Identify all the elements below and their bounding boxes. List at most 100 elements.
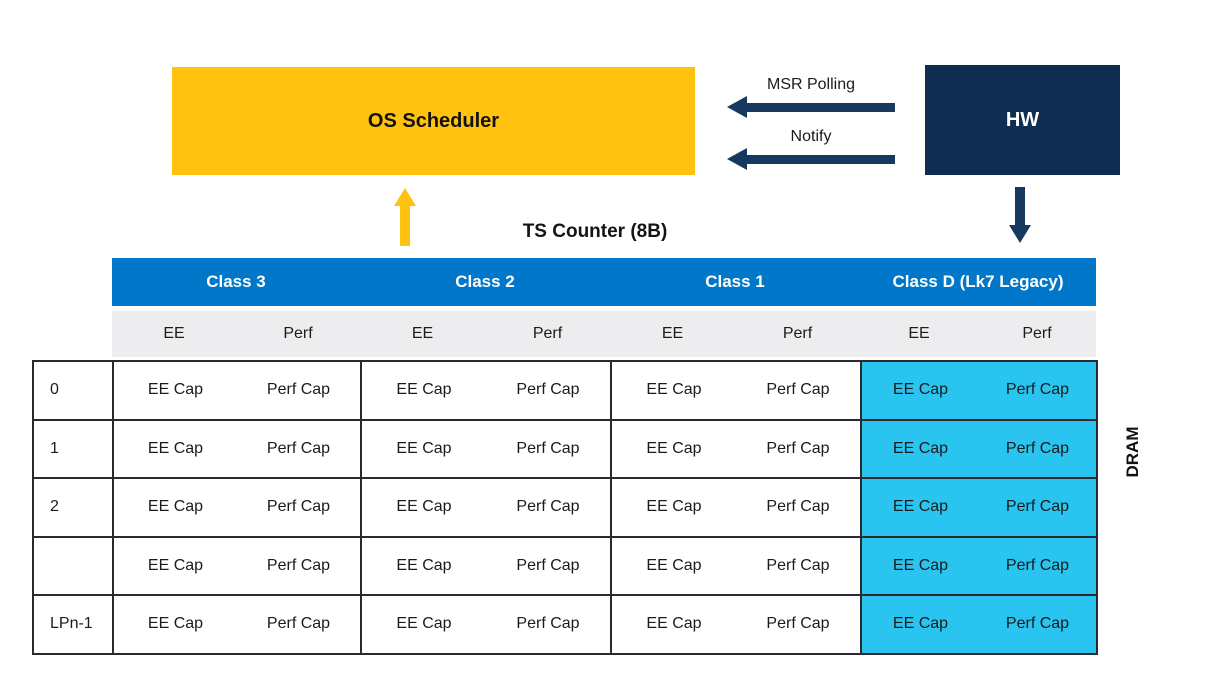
msr-polling-label: MSR Polling <box>766 76 856 93</box>
perf-cap-text: Perf Cap <box>516 381 580 399</box>
msr-polling-arrow <box>727 96 895 118</box>
perf-cap-text: Perf Cap <box>766 439 830 457</box>
cell-pair: EE Cap Perf Cap <box>362 615 610 633</box>
row-label-cell: 2 <box>32 477 114 538</box>
value-cell: EE Cap Perf Cap <box>860 535 1098 596</box>
value-cell: EE Cap Perf Cap <box>610 477 862 538</box>
arrow-head-left-icon <box>727 148 747 170</box>
os-scheduler-box: OS Scheduler <box>172 67 695 175</box>
cell-pair: EE Cap Perf Cap <box>114 440 360 458</box>
table-row: LPn-1 EE Cap Perf Cap EE Cap Perf Cap EE Cap P… <box>32 594 1098 655</box>
value-cell: EE Cap Perf Cap <box>860 360 1098 421</box>
perf-cap-text: Perf Cap <box>1005 381 1070 399</box>
ee-cap-text: EE Cap <box>396 615 452 633</box>
subheader-cell: EE <box>411 325 434 342</box>
arrow-shaft <box>744 155 895 164</box>
ee-cap-text: EE Cap <box>892 381 949 399</box>
value-cell: EE Cap Perf Cap <box>112 418 362 479</box>
ee-cap-text: EE Cap <box>396 498 452 516</box>
cell-pair: EE Cap Perf Cap <box>862 498 1096 516</box>
ee-cap-text: EE Cap <box>892 498 949 516</box>
hw-to-table-arrow <box>1009 187 1031 243</box>
value-cell: EE Cap Perf Cap <box>360 594 612 655</box>
cell-pair: EE Cap Perf Cap <box>862 557 1096 575</box>
table-to-scheduler-arrow <box>394 188 416 246</box>
perf-cap-text: Perf Cap <box>266 439 331 457</box>
subheader-cell: Perf <box>782 325 813 342</box>
perf-cap-text: Perf Cap <box>1005 498 1070 516</box>
perf-cap-text: Perf Cap <box>266 556 331 574</box>
dram-label: DRAM <box>1123 426 1142 478</box>
subheader-cell: Perf <box>532 325 563 342</box>
subheader-cell: EE <box>661 325 684 342</box>
perf-cap-text: Perf Cap <box>766 498 830 516</box>
cell-pair: EE Cap Perf Cap <box>862 381 1096 399</box>
arrow-shaft <box>1015 187 1025 226</box>
subheader-cell: EE <box>163 325 185 342</box>
perf-cap-text: Perf Cap <box>516 615 580 633</box>
perf-cap-text: Perf Cap <box>516 556 580 574</box>
row-label-cell <box>32 535 114 596</box>
perf-cap-text: Perf Cap <box>1005 556 1070 574</box>
table-row: 2 EE Cap Perf Cap EE Cap Perf Cap EE Cap Perf … <box>32 477 1098 538</box>
perf-cap-text: Perf Cap <box>266 381 331 399</box>
notify-arrow <box>727 148 895 170</box>
arrow-shaft <box>744 103 895 112</box>
ee-cap-text: EE Cap <box>892 556 949 574</box>
ee-cap-text: EE Cap <box>147 439 204 457</box>
row-label-cell: LPn-1 <box>32 594 114 655</box>
class-header-cell: Class 2 <box>455 272 515 291</box>
perf-cap-text: Perf Cap <box>766 615 830 633</box>
class-header-cell: Class D (Lk7 Legacy) <box>892 272 1064 291</box>
cell-pair: EE Cap Perf Cap <box>114 615 360 633</box>
perf-cap-text: Perf Cap <box>766 556 830 574</box>
perf-cap-text: Perf Cap <box>516 498 580 516</box>
arrow-shaft <box>400 205 410 246</box>
class-header-cell: Class 3 <box>206 272 266 291</box>
arrow-head-left-icon <box>727 96 747 118</box>
ee-cap-text: EE Cap <box>646 615 702 633</box>
value-cell: EE Cap Perf Cap <box>112 594 362 655</box>
arrow-head-down-icon <box>1009 225 1031 243</box>
ee-cap-text: EE Cap <box>147 615 204 633</box>
os-scheduler-label: OS Scheduler <box>367 109 500 132</box>
row-label-cell: 0 <box>32 360 114 421</box>
table-title: TS Counter (8B) <box>522 221 668 242</box>
cell-pair: EE Cap Perf Cap <box>612 615 860 633</box>
value-cell: EE Cap Perf Cap <box>610 594 862 655</box>
ee-cap-text: EE Cap <box>646 498 702 516</box>
cell-pair: EE Cap Perf Cap <box>362 440 610 458</box>
perf-cap-text: Perf Cap <box>1005 615 1070 633</box>
perf-cap-text: Perf Cap <box>516 439 580 457</box>
ee-cap-text: EE Cap <box>892 439 949 457</box>
perf-cap-text: Perf Cap <box>266 615 331 633</box>
perf-cap-text: Perf Cap <box>266 498 331 516</box>
subheader-cell: Perf <box>1022 325 1052 342</box>
arrow-head-up-icon <box>394 188 416 206</box>
perf-cap-text: Perf Cap <box>766 381 830 399</box>
ee-cap-text: EE Cap <box>396 439 452 457</box>
perf-cap-text: Perf Cap <box>1005 439 1070 457</box>
